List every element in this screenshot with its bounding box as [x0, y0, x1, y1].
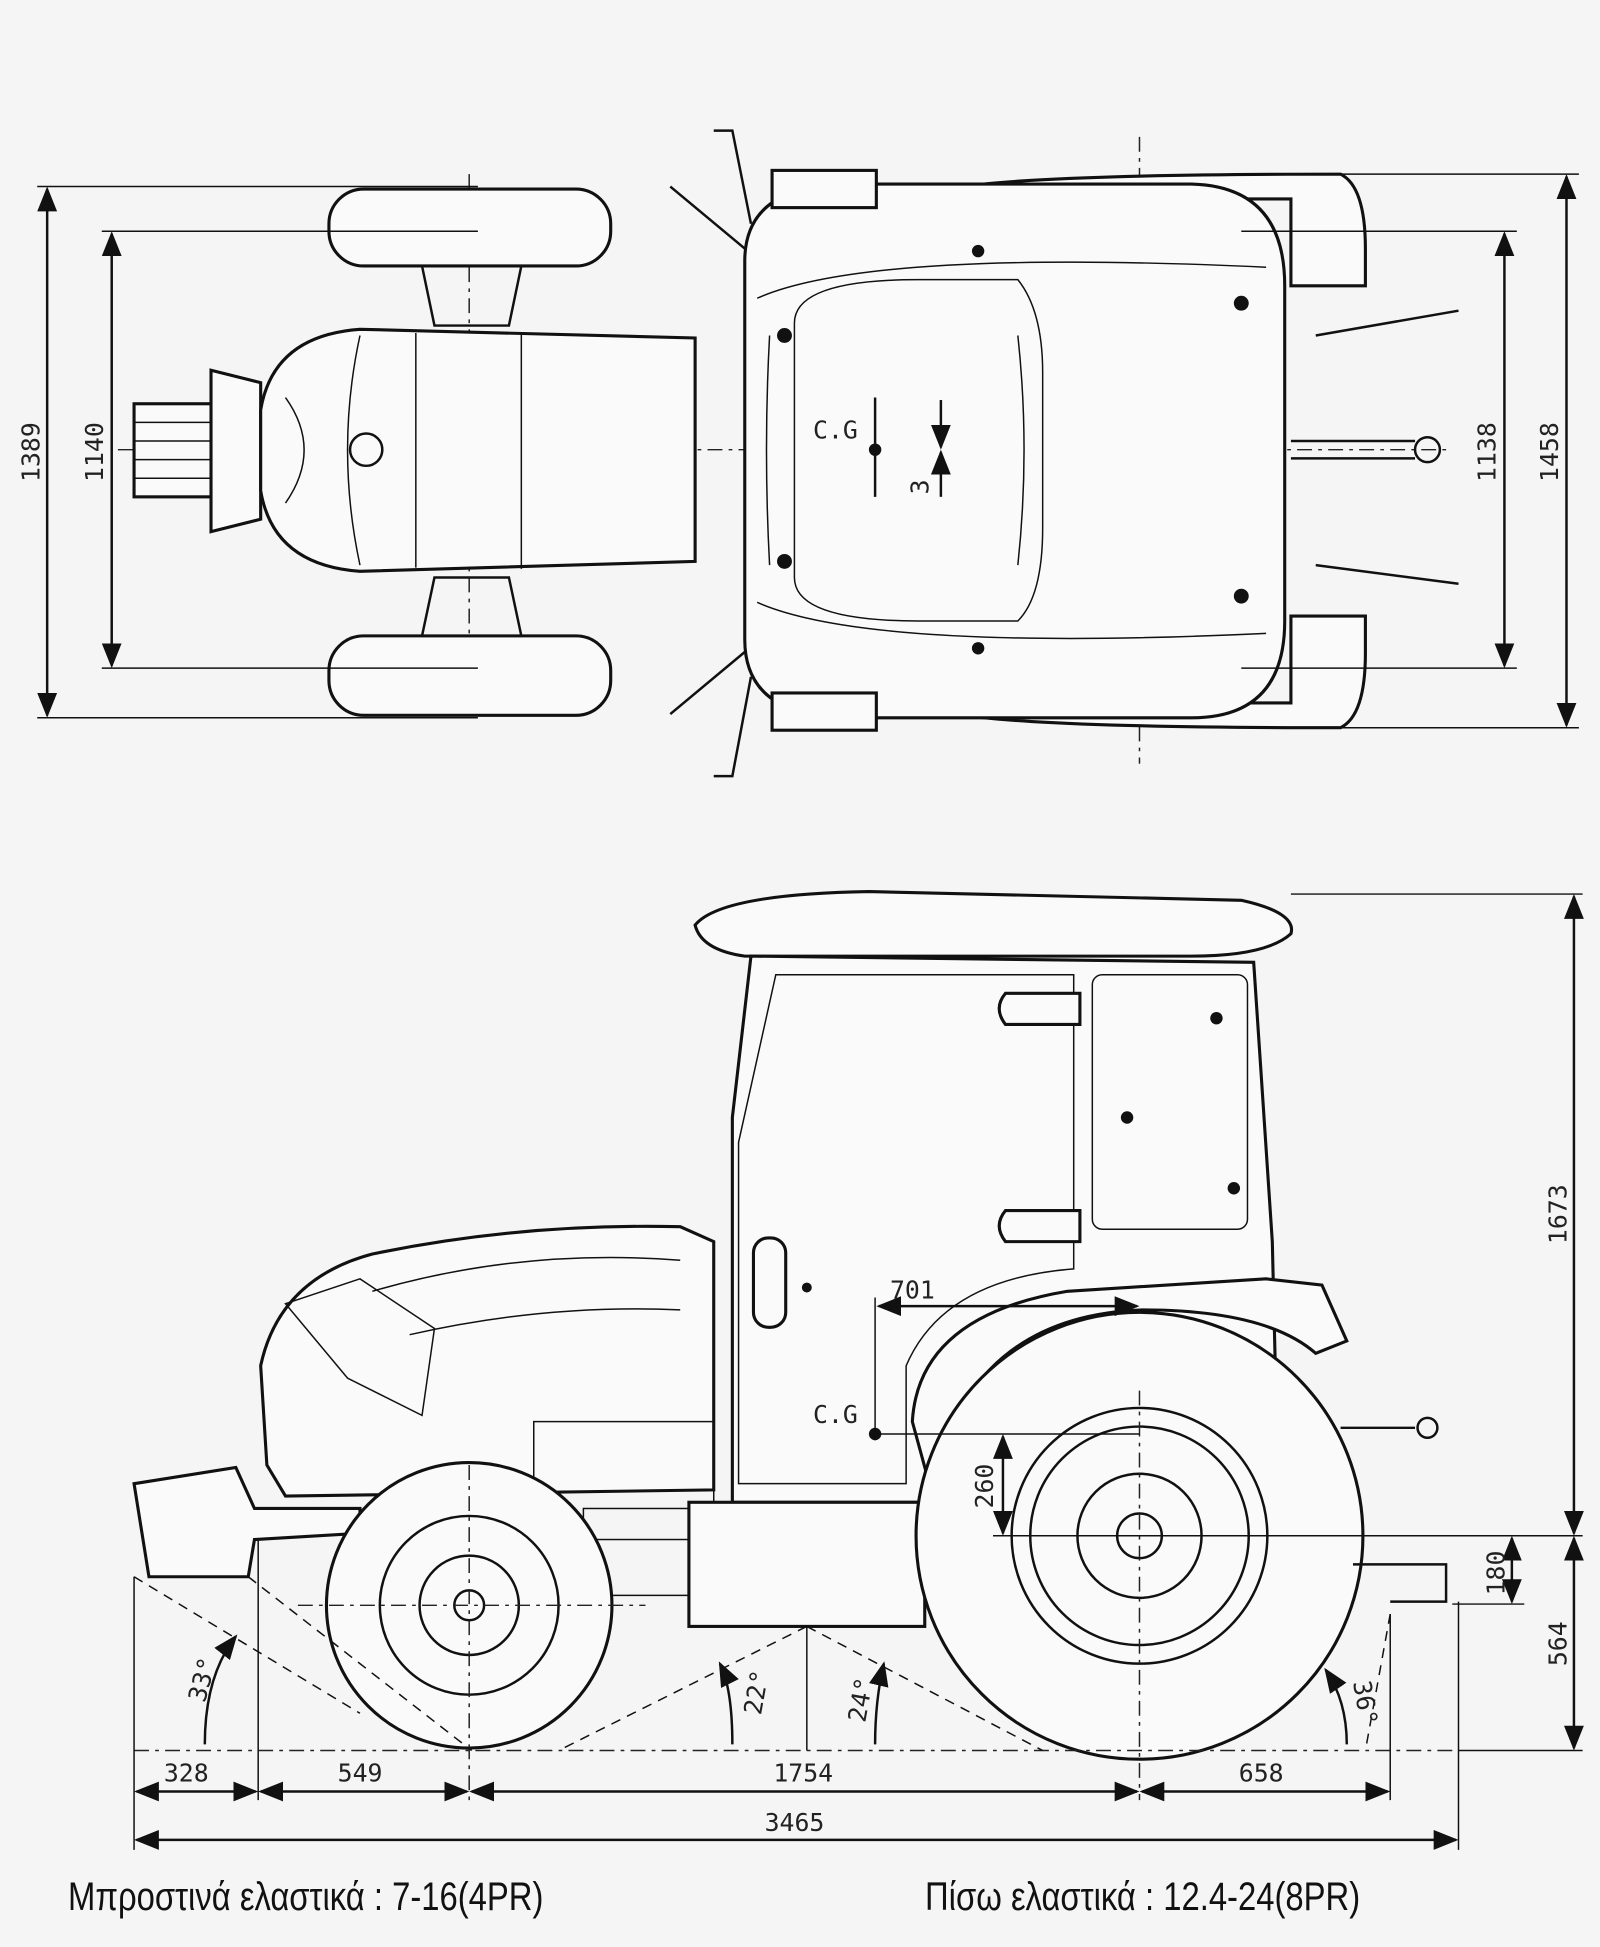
dim-701: 701 [890, 1276, 935, 1305]
cab-roof-side [693, 890, 1294, 958]
angle-33: 33° [183, 1654, 223, 1705]
hood-side [259, 1224, 716, 1498]
angle-24: 24° [843, 1675, 879, 1724]
dim-1673: 1673 [1543, 1184, 1572, 1244]
dim-1458: 1458 [1535, 422, 1564, 482]
dim-658: 658 [1239, 1759, 1284, 1788]
side-cg-label: C.G [813, 1400, 858, 1429]
front-tyre-right [327, 634, 613, 717]
hood [259, 327, 697, 573]
dim-1389: 1389 [17, 422, 46, 482]
dim-564: 564 [1543, 1621, 1572, 1666]
dim-1138: 1138 [1473, 422, 1502, 482]
dim-549: 549 [338, 1759, 383, 1788]
dim-260: 260 [970, 1464, 999, 1509]
dim-180: 180 [1481, 1551, 1510, 1596]
angle-36: 36° [1347, 1678, 1383, 1727]
dim-3465: 3465 [765, 1808, 825, 1837]
dim-328: 328 [164, 1759, 209, 1788]
rear-tyres-caption: Πίσω ελαστικά : 12.4-24(8PR) [925, 1875, 1361, 1919]
side-view: 33° 22° 24° 36° C.G 701 260 1673 564 180… [132, 890, 1584, 1850]
top-cg-label: C.G [813, 416, 858, 445]
top-view: C.G 3 1389 1140 1138 1458 [17, 129, 1579, 778]
dim-1140: 1140 [80, 422, 109, 482]
angle-22: 22° [738, 1668, 774, 1717]
front-tyre-left [327, 187, 613, 268]
dim-1754: 1754 [773, 1759, 833, 1788]
dim-cg-offset: 3 [905, 479, 934, 494]
front-tyres-caption: Μπροστινά ελαστικά : 7-16(4PR) [68, 1875, 544, 1919]
